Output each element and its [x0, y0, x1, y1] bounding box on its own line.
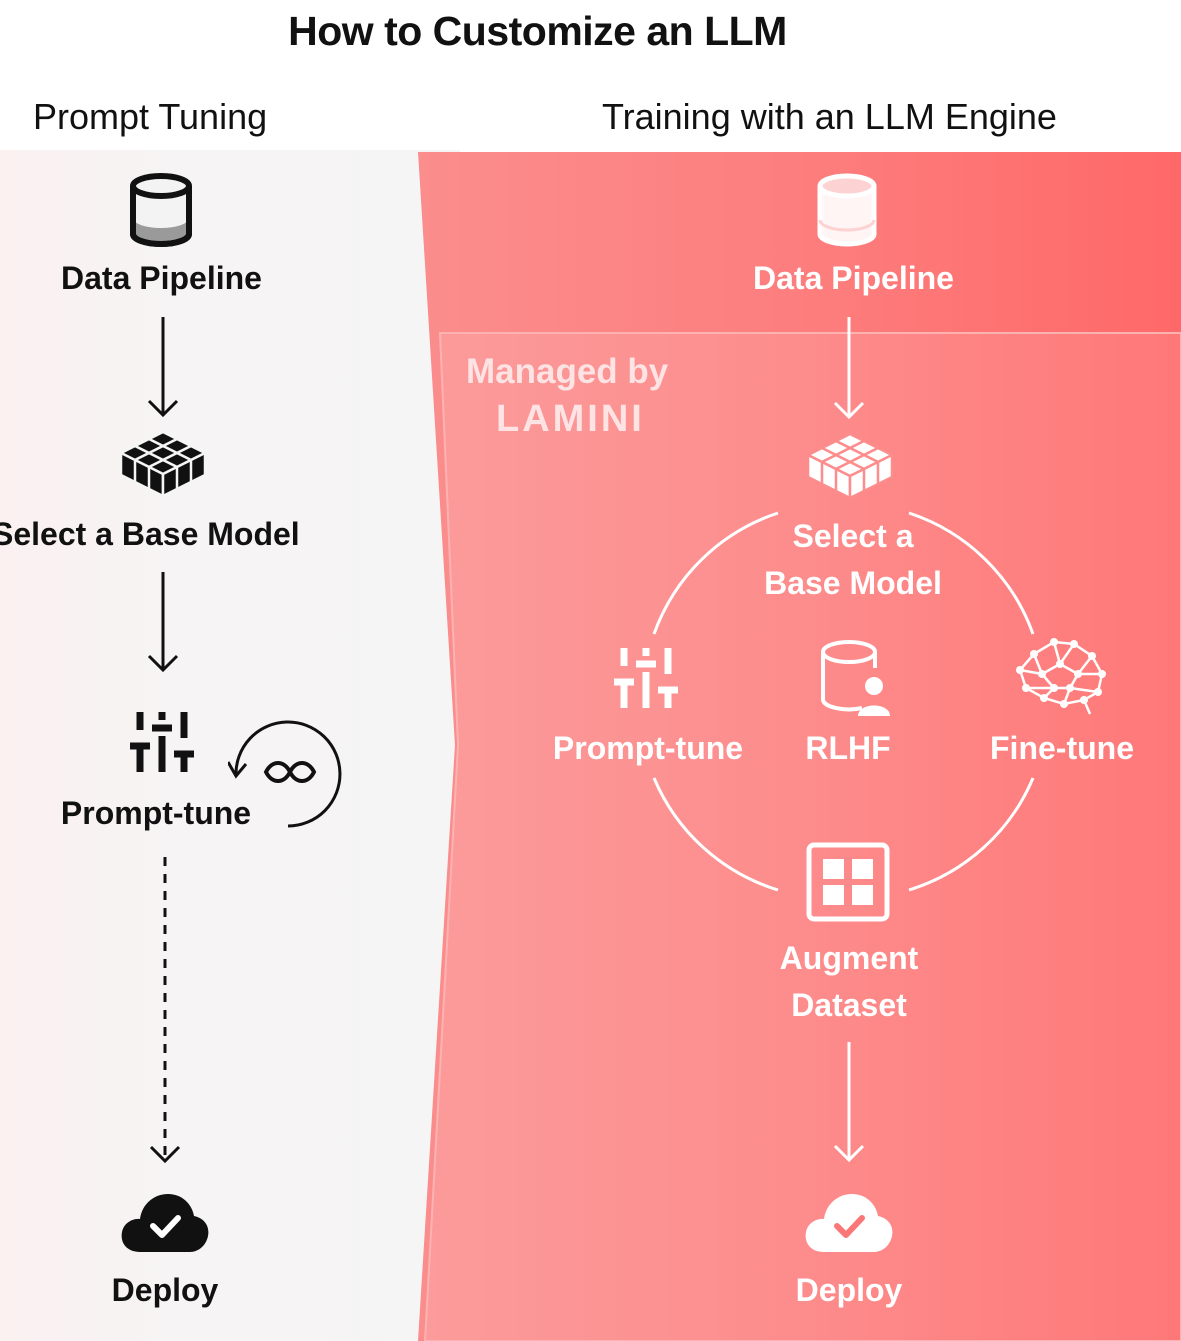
arrow-down-icon	[147, 572, 179, 673]
right-rlhf-label: RLHF	[805, 730, 891, 766]
left-select-model-label: Select a Base Model	[0, 516, 300, 552]
left-deploy-label: Deploy	[111, 1272, 219, 1308]
sliders-icon	[130, 712, 194, 772]
cube-grid-icon	[118, 430, 208, 499]
right-prompt-tune-label: Prompt-tune	[552, 730, 744, 766]
cloud-check-icon	[805, 1194, 893, 1252]
right-select-line1: Select a	[792, 518, 914, 554]
left-data-pipeline-label: Data Pipeline	[61, 260, 262, 296]
left-column-heading: Prompt Tuning	[33, 96, 268, 137]
database-icon	[817, 173, 877, 247]
database-icon	[130, 173, 192, 247]
arrow-down-icon	[147, 317, 179, 418]
cube-grid-icon	[805, 432, 895, 501]
dashed-arrow-down-icon	[149, 857, 181, 1164]
right-select-line2: Base Model	[764, 565, 942, 601]
right-augment-line1: Augment	[779, 940, 919, 976]
sliders-icon	[614, 648, 678, 708]
cloud-check-icon	[121, 1194, 209, 1252]
neural-brain-icon	[1016, 638, 1106, 715]
arrow-down-icon	[833, 1042, 865, 1163]
infinity-loop-icon	[228, 720, 342, 828]
right-deploy-label: Deploy	[795, 1272, 903, 1308]
database-user-icon	[821, 640, 890, 716]
left-prompt-tune-label: Prompt-tune	[60, 795, 252, 831]
lamini-logo: LAMINI	[496, 398, 645, 440]
managed-by-label: Managed by	[466, 352, 669, 391]
grid-box-icon	[806, 842, 890, 922]
page-title: How to Customize an LLM	[288, 8, 787, 54]
right-column-heading: Training with an LLM Engine	[602, 96, 1057, 137]
right-augment-line2: Dataset	[791, 987, 907, 1023]
managed-by-lamini-box	[423, 332, 1181, 1341]
right-data-pipeline-label: Data Pipeline	[753, 260, 954, 296]
right-fine-tune-label: Fine-tune	[990, 730, 1134, 766]
left-panel-background	[0, 150, 460, 1341]
arrow-down-icon	[833, 317, 865, 420]
